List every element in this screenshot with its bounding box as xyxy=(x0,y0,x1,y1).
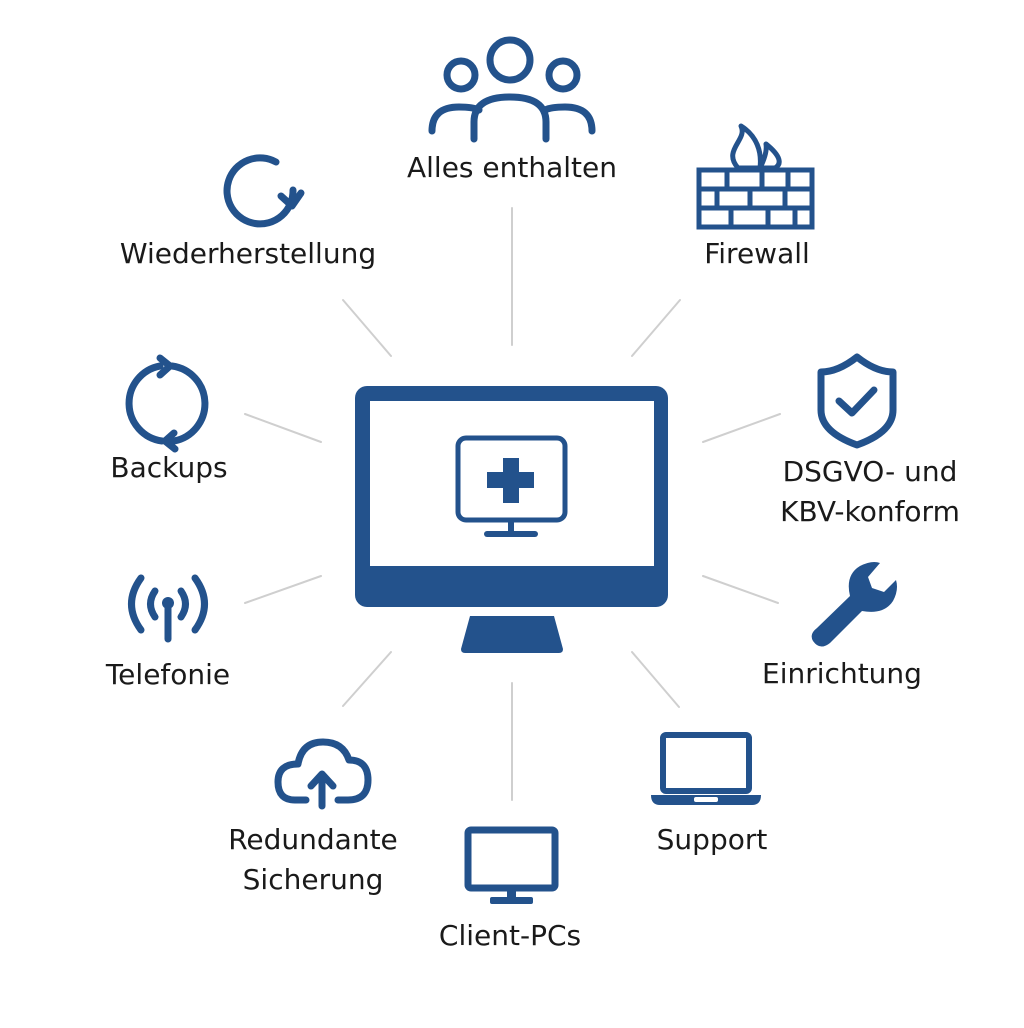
firewall-icon xyxy=(696,123,815,230)
medical-monitor-icon xyxy=(355,386,668,653)
cloud-upload-icon xyxy=(274,738,372,810)
node-label-backups: Backups xyxy=(110,451,228,484)
node-label-einrichtung: Einrichtung xyxy=(762,657,922,690)
node-label-dsgvo-kbv: DSGVO- und KBV-konform xyxy=(780,455,960,528)
shield-check-icon xyxy=(817,353,897,449)
connector-backups xyxy=(244,413,322,443)
medical-cross-icon xyxy=(455,435,568,537)
antenna-icon xyxy=(128,574,208,643)
node-label-redundante-sicherung: Redundante Sicherung xyxy=(228,823,398,896)
laptop-icon xyxy=(651,732,761,805)
connector-einrichtung xyxy=(702,575,779,604)
connector-wiederherstellung xyxy=(342,299,392,357)
restore-icon xyxy=(223,154,305,228)
monitor-icon xyxy=(464,826,559,904)
node-label-firewall: Firewall xyxy=(704,237,810,270)
node-label-support: Support xyxy=(656,823,768,856)
users-group-icon xyxy=(428,36,596,143)
node-label-client-pcs: Client-PCs xyxy=(438,919,582,952)
connector-telefonie xyxy=(244,575,322,604)
connector-dsgvo-kbv xyxy=(702,413,781,443)
node-label-wiederherstellung: Wiederherstellung xyxy=(119,237,377,270)
sync-icon xyxy=(125,354,209,453)
wrench-icon xyxy=(811,562,897,647)
connector-lines xyxy=(244,207,781,801)
connector-support xyxy=(631,651,680,708)
connector-firewall xyxy=(631,299,681,357)
connector-redundante-sicherung xyxy=(342,651,392,707)
node-label-telefonie: Telefonie xyxy=(105,658,231,691)
node-label-alles-enthalten: Alles enthalten xyxy=(406,151,618,184)
